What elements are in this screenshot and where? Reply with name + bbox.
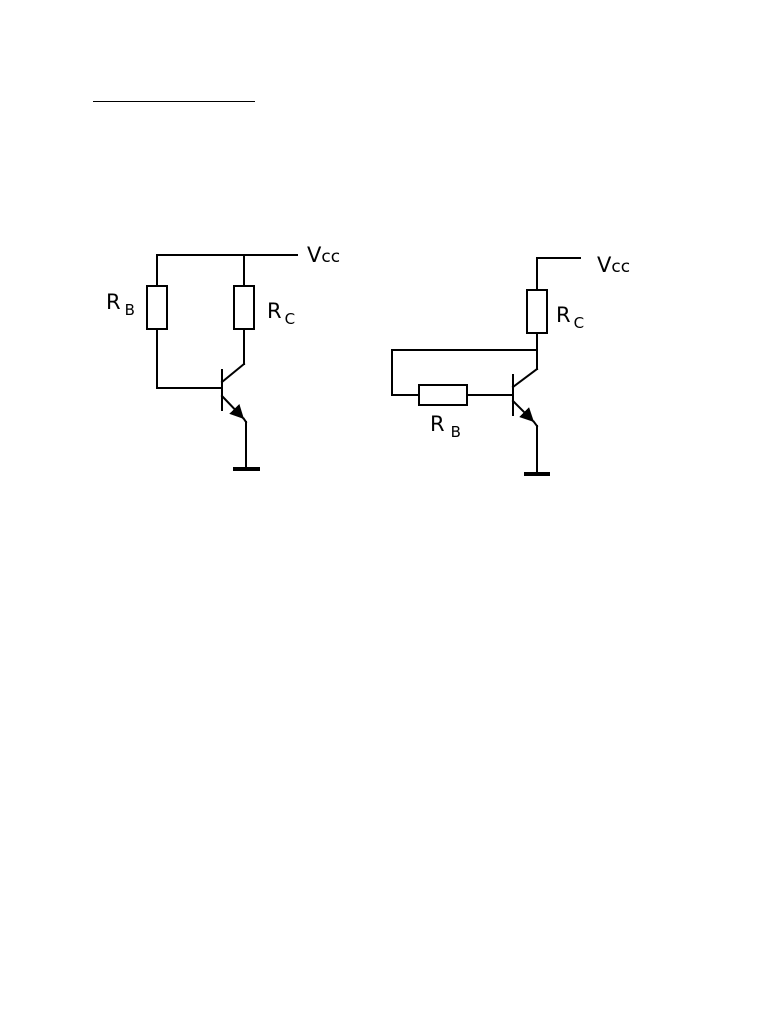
transistor-collector-lead [511, 367, 539, 389]
transistor-collector-lead [220, 362, 246, 384]
resistor-rb [418, 384, 468, 406]
vcc-label: Vcc [307, 243, 340, 267]
header-rule [93, 101, 255, 102]
transistor-emitter-arrow [220, 394, 245, 420]
npn-transistor-symbol [511, 367, 539, 423]
transistor-emitter-arrow [511, 399, 535, 423]
resistor-rc [526, 289, 548, 334]
vcc-label: Vcc [597, 253, 630, 277]
resistor-rb [146, 285, 168, 330]
resistor-rc [233, 285, 255, 330]
npn-transistor-symbol [220, 362, 246, 420]
